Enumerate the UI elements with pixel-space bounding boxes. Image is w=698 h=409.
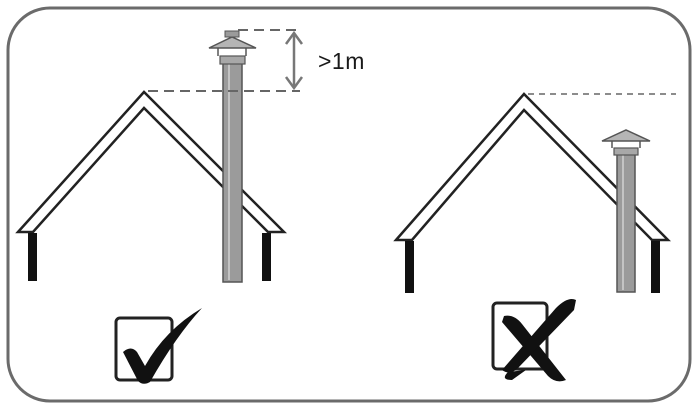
checkmark-icon xyxy=(123,308,202,384)
right-example xyxy=(393,92,676,382)
left-rain-cap-top xyxy=(224,30,240,38)
cross-icon xyxy=(502,299,576,382)
right-chimney-collar xyxy=(613,147,639,156)
left-rain-cap xyxy=(208,36,257,49)
left-example xyxy=(15,29,304,384)
clearance-label: >1m xyxy=(318,48,365,74)
right-roof xyxy=(393,92,671,242)
left-chimney-collar xyxy=(219,55,246,65)
right-rain-cap xyxy=(601,129,651,142)
left-chimney-pipe xyxy=(222,59,243,283)
right-wall-right xyxy=(651,241,660,293)
right-chimney-pipe xyxy=(616,151,636,293)
left-wall-left xyxy=(28,233,37,281)
left-roof xyxy=(15,90,288,234)
left-wall-right xyxy=(262,233,271,281)
dimension-arrow xyxy=(284,30,304,91)
right-wall-left xyxy=(405,241,414,293)
